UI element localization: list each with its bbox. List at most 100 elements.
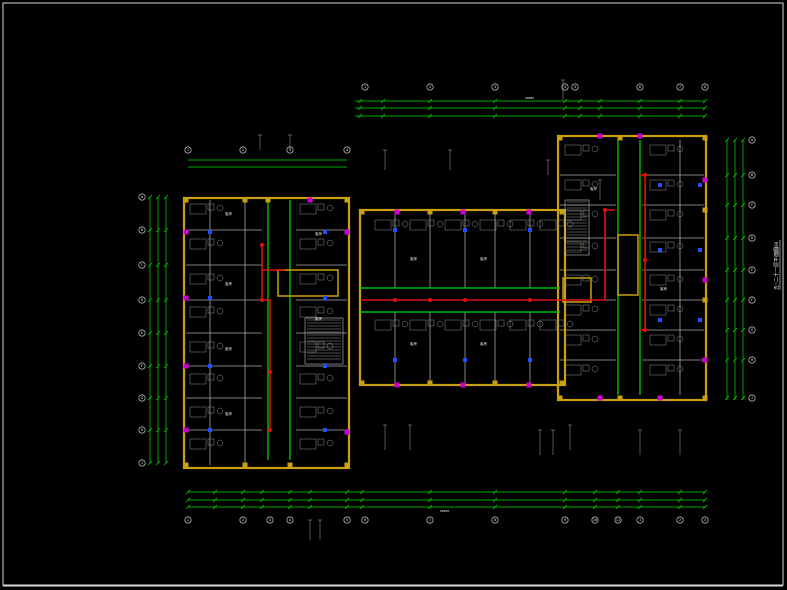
axis-bottom-bubble bbox=[426, 516, 434, 524]
room-label: 客房 bbox=[410, 256, 418, 261]
bed bbox=[564, 364, 582, 376]
valve bbox=[344, 229, 350, 235]
column bbox=[702, 395, 708, 401]
chair bbox=[401, 320, 409, 328]
bed bbox=[444, 219, 462, 231]
dim-tick bbox=[259, 504, 265, 510]
axis-top-bubble bbox=[676, 83, 684, 91]
chair bbox=[216, 239, 224, 247]
dim-tick bbox=[724, 395, 730, 401]
axis-right-bubble-label: G bbox=[751, 328, 753, 332]
dim-tick bbox=[240, 504, 246, 510]
nightstand bbox=[667, 209, 675, 217]
dim-tick bbox=[147, 194, 153, 200]
dim-tick bbox=[147, 427, 153, 433]
bed bbox=[649, 304, 667, 316]
axis-bottom-bubble bbox=[266, 516, 274, 524]
blue-marker bbox=[698, 183, 702, 187]
axis-bottom-bubble bbox=[239, 516, 247, 524]
bed bbox=[649, 144, 667, 156]
axis-left-bubble bbox=[138, 426, 146, 434]
axis-bottom-bubble bbox=[491, 516, 499, 524]
structural-columns bbox=[183, 135, 708, 468]
dim-tick bbox=[702, 489, 708, 495]
nightstand bbox=[427, 319, 435, 327]
nightstand bbox=[207, 273, 215, 281]
dim-tick bbox=[562, 497, 568, 503]
dim-tick bbox=[592, 497, 598, 503]
dim-tick bbox=[562, 504, 568, 510]
bed bbox=[479, 319, 497, 331]
dim-tick bbox=[740, 395, 746, 401]
dim-tick bbox=[147, 460, 153, 466]
dim-tick bbox=[357, 98, 363, 104]
valve-symbols bbox=[183, 133, 708, 435]
bed bbox=[299, 373, 317, 385]
axis-bottom-bubble-label: 5 bbox=[346, 518, 348, 522]
axis-bottom-bubble-label: 7 bbox=[429, 518, 431, 522]
blue-marker bbox=[323, 428, 327, 432]
valve bbox=[183, 295, 189, 301]
chair bbox=[436, 220, 444, 228]
dim-tick bbox=[724, 297, 730, 303]
room-furniture bbox=[189, 144, 684, 450]
nightstand bbox=[392, 219, 400, 227]
axis-top-bubble-label: 3 bbox=[289, 148, 291, 152]
axis-left-bubble bbox=[138, 459, 146, 467]
bed bbox=[189, 306, 207, 318]
chair bbox=[591, 275, 599, 283]
dim-tick bbox=[163, 460, 169, 466]
blue-marker bbox=[658, 248, 662, 252]
bed bbox=[564, 274, 582, 286]
valve bbox=[183, 229, 189, 235]
dim-tick bbox=[724, 327, 730, 333]
dim-tick bbox=[492, 98, 498, 104]
nightstand bbox=[557, 319, 565, 327]
axis-bottom-bubble-label: 8 bbox=[494, 518, 496, 522]
dim-tick bbox=[637, 98, 643, 104]
dim-tick bbox=[592, 504, 598, 510]
dim-tick bbox=[677, 105, 683, 111]
dim-tick bbox=[492, 504, 498, 510]
chair bbox=[471, 320, 479, 328]
axis-top-bubble-label: 2 bbox=[429, 85, 431, 89]
chair bbox=[676, 305, 684, 313]
dim-tick bbox=[637, 113, 643, 119]
axis-top-bubble-label: 8 bbox=[704, 85, 706, 89]
axis-top-bubble bbox=[361, 83, 369, 91]
chair bbox=[326, 439, 334, 447]
nightstand bbox=[497, 219, 505, 227]
bed bbox=[299, 306, 317, 318]
nightstand bbox=[582, 209, 590, 217]
column bbox=[559, 380, 565, 386]
axis-right-bubble-label: B bbox=[751, 173, 753, 177]
chair bbox=[591, 365, 599, 373]
room-label: 客房 bbox=[480, 341, 488, 346]
dim-tick bbox=[577, 105, 583, 111]
axis-top-bubble bbox=[491, 83, 499, 91]
axis-right-bubble-label: H bbox=[751, 358, 753, 362]
chair bbox=[216, 374, 224, 382]
dim-tick bbox=[307, 504, 313, 510]
drawing-title-scale: 1:100 bbox=[774, 241, 779, 254]
axis-bottom-bubble-label: 3 bbox=[704, 518, 706, 522]
nightstand bbox=[462, 219, 470, 227]
pipe-node bbox=[260, 298, 264, 302]
nightstand bbox=[667, 364, 675, 372]
bed bbox=[564, 209, 582, 221]
bed bbox=[564, 179, 582, 191]
room-labels: 客房客房客房客房客房客房客房客房客房客房客房客房 bbox=[225, 186, 668, 416]
chair bbox=[566, 320, 574, 328]
valve bbox=[460, 209, 466, 215]
dim-tick bbox=[562, 489, 568, 495]
axis-left-bubble-label: E bbox=[141, 331, 143, 335]
chair bbox=[326, 407, 334, 415]
column bbox=[559, 209, 565, 215]
axis-top-bubble bbox=[701, 83, 709, 91]
dim-tick bbox=[147, 297, 153, 303]
dim-tick bbox=[163, 262, 169, 268]
dim-tick bbox=[147, 363, 153, 369]
chair bbox=[216, 307, 224, 315]
pipe-node bbox=[428, 298, 432, 302]
nightstand bbox=[207, 438, 215, 446]
